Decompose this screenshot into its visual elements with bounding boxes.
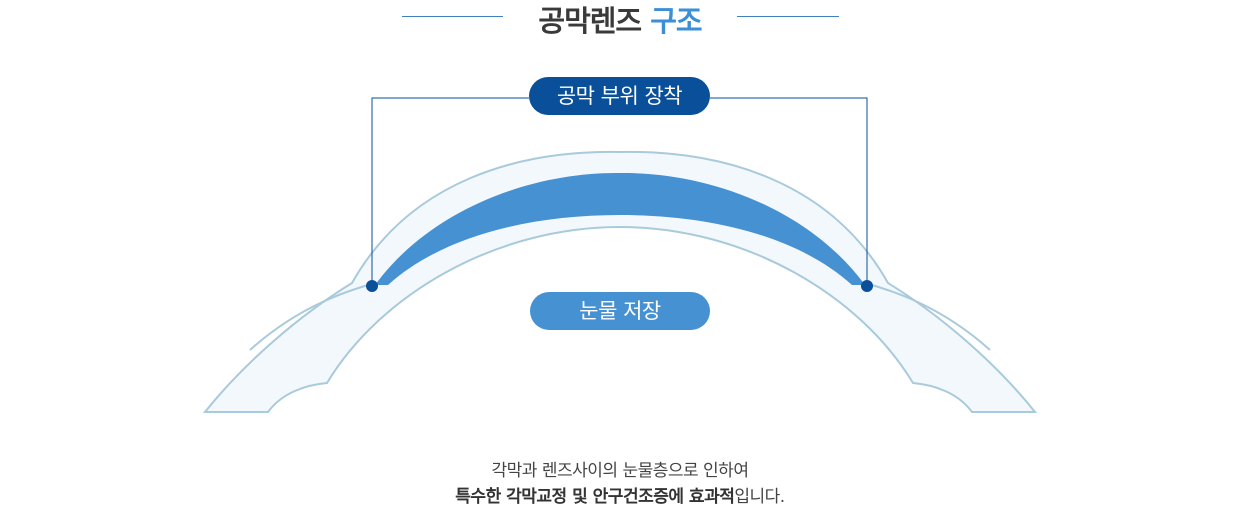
caption-line-1: 각막과 렌즈사이의 눈물층으로 인하여: [491, 461, 749, 481]
lens-outer-arc: [249, 282, 376, 351]
title-accent: 구조: [650, 4, 702, 38]
caption-line-2: 특수한 각막교정 및 안구건조증에 효과적입니다.: [0, 484, 1240, 510]
connector-left: [371, 97, 529, 286]
contact-point-right: [861, 280, 873, 292]
page-title: 공막렌즈 구조: [0, 0, 1240, 40]
eye-surface: [202, 150, 1038, 413]
caption-line-2-bold: 특수한 각막교정 및 안구건조증에 효과적: [455, 487, 735, 507]
lens-outer-arc-right: [864, 282, 991, 351]
caption: 각막과 렌즈사이의 눈물층으로 인하여 특수한 각막교정 및 안구건조증에 효과…: [0, 458, 1240, 510]
label-tear-reservoir: 눈물 저장: [530, 292, 710, 330]
connector-right: [710, 97, 868, 286]
scleral-lens: [375, 172, 865, 285]
title-block: 공막렌즈 구조: [0, 0, 1240, 40]
contact-point-left: [366, 280, 378, 292]
title-left-rule: [402, 16, 503, 17]
label-scleral-fit: 공막 부위 장착: [529, 77, 710, 115]
title-main: 공막렌즈: [538, 4, 642, 38]
title-right-rule: [737, 16, 839, 17]
caption-line-2-rest: 입니다.: [734, 487, 785, 507]
